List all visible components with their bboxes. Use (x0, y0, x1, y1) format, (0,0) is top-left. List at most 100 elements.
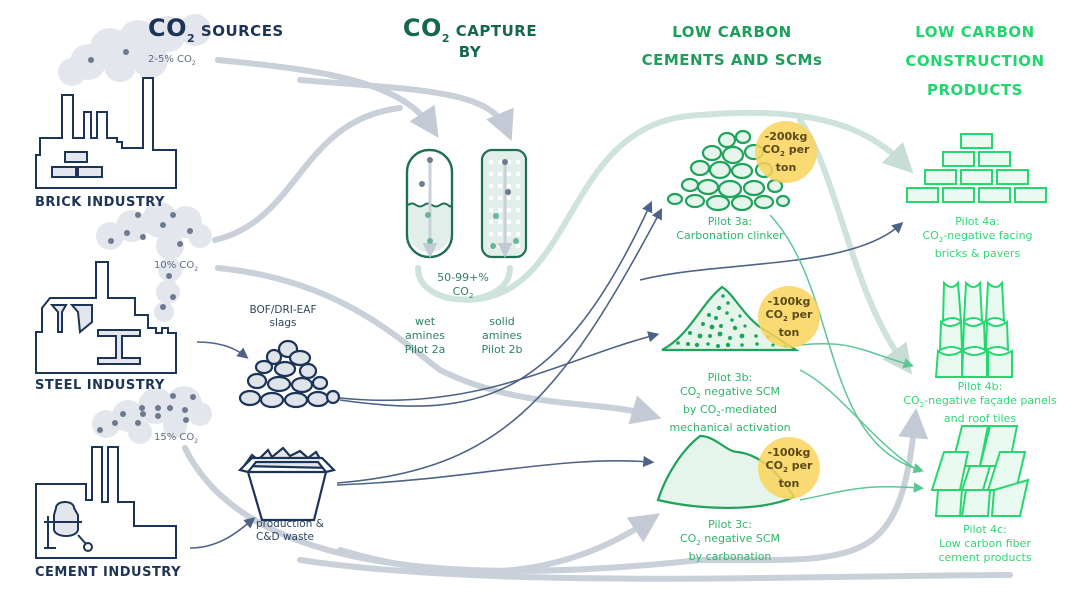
pilot-4a-desc2: bricks & pavers (934, 247, 1021, 261)
waste-skip-icon (237, 446, 337, 522)
flow-cement-bottom (297, 557, 1013, 582)
flow-steel-top (212, 105, 403, 243)
pilot-3c-label: Pilot 3c: CO2 negative SCM by carbonatio… (650, 518, 810, 564)
badge-3c-sub: 2 (782, 466, 788, 475)
steel-co2-sub: 2 (194, 266, 199, 273)
badge-3b-ton: ton (778, 326, 800, 340)
header-cements-line1: LOW CARBON (672, 23, 792, 41)
pilot-4b-desc1a: CO (903, 394, 920, 407)
header-co2-sources: CO2 SOURCES (148, 14, 308, 45)
waste-label: production & C&D waste (256, 518, 356, 544)
slags-label-line2: slags (269, 317, 297, 329)
pilot-3a-desc: Carbonation clinker (676, 229, 784, 242)
waste-label-line1: production & (256, 518, 324, 530)
purity-line1: 50-99+% (437, 271, 489, 284)
cement-co2-text: 15% CO (154, 432, 195, 443)
pilot-4a-desc1a: CO (922, 229, 939, 242)
scm-mound-icon (656, 434, 796, 509)
solid-pilot: Pilot 2b (481, 343, 523, 356)
arrow-steel-slags (196, 341, 249, 359)
header-co2-capture: CO2 CAPTURE BY (385, 14, 555, 61)
smoke-cloud-steel (96, 202, 212, 322)
flow-cement-curve (182, 408, 929, 574)
pilot-3a-label: Pilot 3a: Carbonation clinker (650, 215, 810, 243)
arrow-slags-3a (339, 200, 653, 407)
brick-co2-percent: 2-5% CO2 (148, 54, 196, 67)
smoke-cloud-cement (92, 386, 212, 444)
header-sources-text: SOURCES (195, 22, 284, 40)
header-capture-line1: CAPTURE (450, 22, 538, 40)
badge-3c-value: -100kg (767, 445, 811, 459)
pilot-4b-desc1sub: 2 (919, 401, 925, 410)
pilot-3b-desc1b: negative SCM (700, 385, 781, 398)
cement-industry-label: CEMENT INDUSTRY (35, 565, 182, 580)
pilot-4c-title: Pilot 4c: (963, 523, 1007, 536)
brick-industry-label: BRICK INDUSTRY (35, 195, 165, 210)
wet-line1: wet (414, 315, 436, 328)
pilot-4a-desc1sub: 2 (938, 236, 944, 245)
solid-line1: solid (489, 315, 515, 328)
cement-co2-sub: 2 (194, 438, 199, 445)
arrow-waste-3c (336, 455, 655, 486)
header-products-line3: PRODUCTS (927, 81, 1023, 99)
fiber-cement-shingles-icon (930, 425, 1030, 517)
co2-dots (88, 49, 196, 433)
pilot-4b-desc2: and roof tiles (943, 412, 1017, 426)
badge-3b-sub: 2 (782, 315, 788, 324)
pilot-3c-desc1sub: 2 (696, 539, 701, 548)
pilot-4a-desc1b: -negative facing (943, 229, 1033, 242)
solid-amines-label: solid amines Pilot 2b (472, 315, 532, 357)
roof-tiles-icon (934, 280, 1013, 378)
arrow-3b-4b (799, 342, 915, 369)
pilot-4a-label: Pilot 4a: CO2-negative facing bricks & p… (900, 215, 1055, 261)
solid-amines-column-icon (480, 148, 528, 259)
arrow-to-4a (639, 222, 904, 281)
flow-brick-capture (215, 57, 439, 138)
pilot-3c-desc1b: negative SCM (700, 532, 781, 545)
flow-steel-mid (215, 265, 662, 425)
header-capture-line2: BY (458, 43, 482, 61)
pilot-4c-label: Pilot 4c: Low carbon fiber cement produc… (910, 523, 1060, 565)
badge-3c-unit: CO (765, 458, 783, 472)
pilot-4b-title: Pilot 4b: (957, 380, 1003, 393)
badge-3b-value: -100kg (767, 294, 811, 308)
slags-label-line1: BOF/DRI-EAF (249, 304, 317, 316)
pilot-4b-desc1b: -negative façade panels (924, 394, 1057, 407)
steel-co2-text: 10% CO (154, 260, 195, 271)
purity-co: CO (452, 285, 469, 298)
badge-3b-per: per (787, 307, 813, 321)
arrow-3c-4c (799, 482, 925, 501)
pilot-4b-label: Pilot 4b: CO2-negative façade panels and… (885, 380, 1075, 426)
arrow-waste-3a (336, 208, 663, 484)
badge-3c-per: per (787, 458, 813, 472)
co2-reduction-badge-3b: -100kg CO2 per ton (758, 286, 820, 348)
badge-3c-ton: ton (778, 477, 800, 491)
pilot-4c-desc1: Low carbon fiber (939, 537, 1031, 550)
pilot-3c-desc1a: CO (679, 532, 697, 545)
wet-amines-label: wet amines Pilot 2a (395, 315, 455, 357)
co2-purity-label: 50-99+% CO2 (428, 271, 498, 303)
header-capture-co: CO (402, 14, 442, 42)
purity-sub: 2 (468, 292, 474, 301)
badge-3a-per: per (784, 142, 810, 156)
arrow-3a-4c (769, 214, 925, 474)
pilot-3c-title: Pilot 3c: (708, 518, 752, 531)
arrow-cement-waste (189, 517, 256, 549)
header-sources-co: CO (148, 14, 188, 42)
wet-amines-column-icon (405, 148, 454, 259)
cement-co2-percent: 15% CO2 (154, 432, 198, 445)
pilot-3b-desc1a: CO (679, 385, 697, 398)
pilot-3b-desc1sub: 2 (696, 392, 701, 401)
badge-3a-value: -200kg (764, 129, 808, 143)
pilot-4a-title: Pilot 4a: (955, 215, 1000, 228)
arrow-slags-3b (339, 331, 660, 402)
pilot-3b-title: Pilot 3b: (707, 371, 753, 384)
header-products-line2: CONSTRUCTION (905, 52, 1045, 70)
pilot-3a-title: Pilot 3a: (707, 215, 753, 228)
pilot-3b-desc3: mechanical activation (669, 421, 791, 435)
pilot-3b-label: Pilot 3b: CO2 negative SCM by CO2-mediat… (640, 371, 820, 435)
slags-label: BOF/DRI-EAF slags (228, 304, 338, 330)
flow-waste-3c (337, 513, 660, 575)
wet-pilot: Pilot 2a (404, 343, 446, 356)
